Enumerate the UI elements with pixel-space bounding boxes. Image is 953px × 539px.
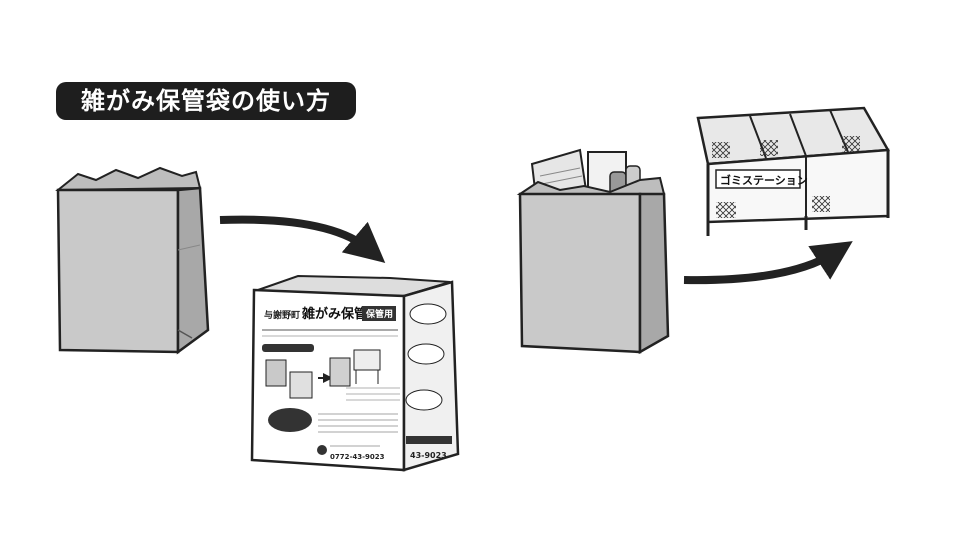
storage-bag-icon: 与謝野町 雑がみ保管袋 保管用 0772-43-9023 (250, 274, 460, 472)
bag-town-label: 与謝野町 (264, 309, 300, 321)
empty-paper-bag-icon (55, 166, 210, 355)
bag-product-label: 雑がみ保管袋 (301, 306, 381, 322)
arrow-icon-2 (683, 241, 853, 285)
garbage-station-icon: ゴミステーション (696, 106, 891, 236)
bag-badge: 保管用 (365, 308, 393, 320)
arrow-icon (219, 215, 386, 263)
page-title: 雑がみ保管袋の使い方 (56, 82, 356, 120)
bag-phone-side: 43-9023 (410, 451, 447, 460)
bag-phone: 0772-43-9023 (330, 453, 385, 461)
station-sign: ゴミステーション (720, 173, 808, 187)
filled-paper-bag-icon (516, 148, 670, 355)
